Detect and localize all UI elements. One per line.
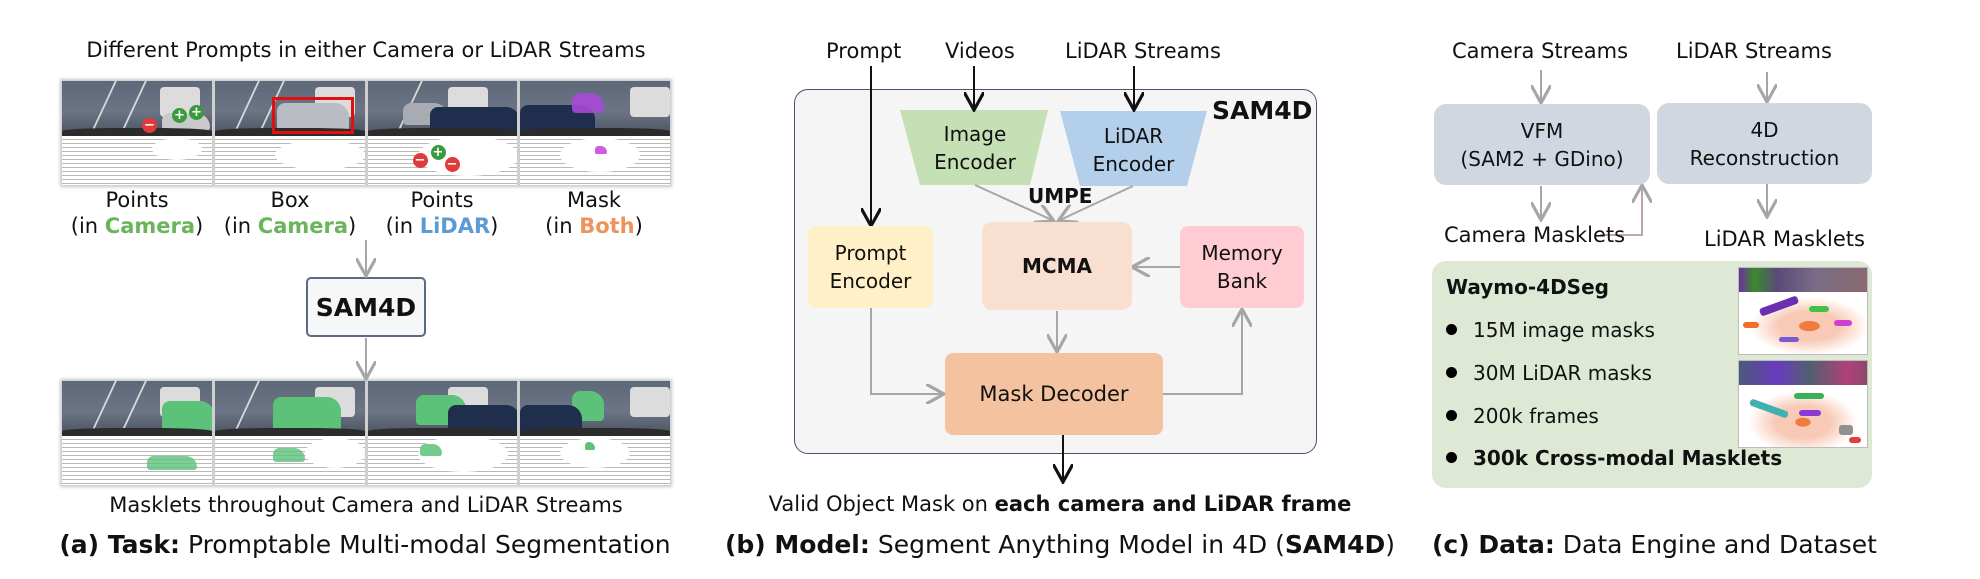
arrow-prompt-encoder-to-decoder [870, 308, 942, 394]
input-lidar-streams: LiDAR Streams [1065, 39, 1221, 63]
dataset-stat: 30M LiDAR masks [1446, 361, 1652, 385]
input-videos: Videos [945, 39, 1015, 63]
negative-point-icon: − [412, 153, 428, 168]
lidar-encoder-shape [1060, 111, 1207, 186]
vfm-box: VFM(SAM2 + GDino) [1434, 104, 1650, 185]
prompt-label-box-camera: Box (in Camera) [223, 188, 357, 238]
prompt-tile-mask-both [520, 81, 670, 185]
bullet-icon [1446, 324, 1457, 335]
bullet-icon [1446, 367, 1457, 378]
prompt-label-points-camera: Points (in Camera) [70, 188, 204, 238]
dataset-stat: 200k frames [1446, 404, 1599, 428]
dataset-stat: 300k Cross-modal Masklets [1446, 446, 1782, 470]
masklet-tile [367, 381, 518, 485]
positive-point-icon: + [172, 108, 187, 123]
dataset-stat: 15M image masks [1446, 318, 1655, 342]
arrow-camera-masklets-to-recon [1600, 187, 1642, 236]
negative-point-icon: − [444, 157, 460, 172]
sam4d-model-box: SAM4D [306, 277, 426, 337]
dataset-sample-thumbnail [1738, 267, 1868, 355]
positive-point-icon: + [430, 145, 446, 160]
arrow-decoder-to-memory [1163, 311, 1242, 395]
dataset-name: Waymo-4DSeg [1446, 275, 1609, 299]
panel-c-title: (c) Data: Data Engine and Dataset [1432, 530, 1877, 559]
panel-b-title: (b) Model: Segment Anything Model in 4D … [724, 530, 1396, 559]
sam4d-frame-label: SAM4D [1212, 96, 1313, 125]
negative-point-icon: − [142, 118, 157, 133]
dataset-box: Waymo-4DSeg 15M image masks 30M LiDAR ma… [1432, 261, 1872, 488]
dataset-sample-thumbnail [1738, 360, 1868, 448]
masklets-caption: Masklets throughout Camera and LiDAR Str… [109, 493, 623, 517]
prompt-label-points-lidar: Points (in LiDAR) [385, 188, 499, 238]
masklet-tile [214, 381, 365, 485]
mask-decoder: Mask Decoder [945, 353, 1163, 435]
lidar-masklets-label: LiDAR Masklets [1704, 227, 1865, 251]
umpe-label: UMPE [1028, 184, 1093, 208]
model-output-caption: Valid Object Mask on each camera and LiD… [768, 492, 1352, 516]
positive-point-icon: + [189, 105, 204, 120]
masklet-tile [62, 381, 212, 485]
arrow-image-encoder-to-mcma [974, 184, 1052, 220]
prompt-image-strip: − + + − + − [62, 81, 670, 185]
input-prompt: Prompt [826, 39, 902, 63]
prompt-label-mask-both: Mask (in Both) [545, 188, 643, 238]
prompt-tile-points-lidar: − + − [367, 81, 518, 185]
masklet-tile [520, 381, 670, 485]
bullet-icon [1446, 410, 1457, 421]
mask-prompt-icon [572, 93, 605, 113]
prompts-heading: Different Prompts in either Camera or Li… [86, 38, 646, 62]
mcma-block: MCMA [982, 222, 1132, 310]
image-encoder-shape [900, 110, 1048, 185]
panel-a-title: (a) Task: Promptable Multi-modal Segment… [59, 530, 671, 559]
camera-streams-label: Camera Streams [1452, 39, 1629, 63]
masklet-image-strip [62, 381, 670, 485]
box-prompt-icon [271, 97, 354, 134]
bullet-icon [1446, 452, 1457, 463]
arrow-lidar-encoder-to-mcma [1060, 185, 1134, 220]
lidar-streams-label: LiDAR Streams [1676, 39, 1832, 63]
prompt-tile-points-camera: − + + [62, 81, 212, 185]
camera-masklets-label: Camera Masklets [1444, 223, 1626, 247]
prompt-tile-box-camera [214, 81, 365, 185]
